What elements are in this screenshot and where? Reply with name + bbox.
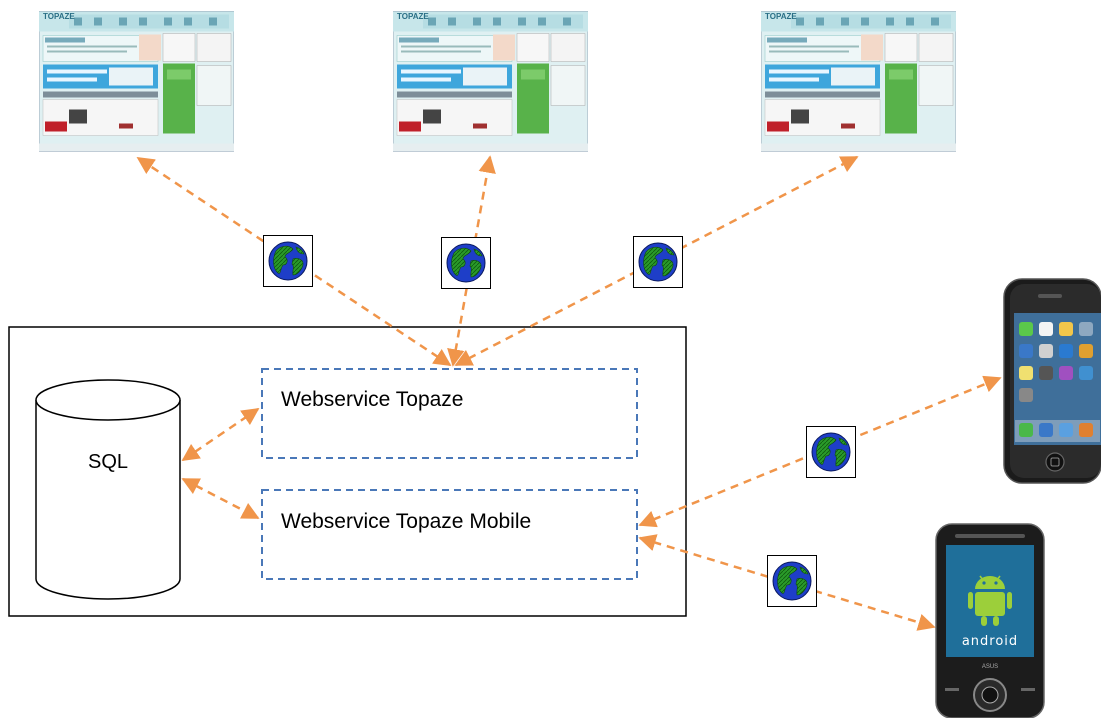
webservice-topaze-mobile: Webservice Topaze Mobile <box>261 489 638 580</box>
sql-database: SQL <box>35 379 181 600</box>
mobile-iphone-arrow <box>638 375 1002 528</box>
android-robot-icon <box>968 575 1012 626</box>
mobile-android-arrow <box>638 534 936 631</box>
android-screen-text: android <box>962 634 1018 649</box>
globe-icon <box>633 236 683 288</box>
phone-maker-label: ASUS <box>982 664 998 670</box>
webservice-topaze-mobile-label: Webservice Topaze Mobile <box>281 510 531 533</box>
sql-label: SQL <box>88 451 128 473</box>
web-client-brand: TOPAZE <box>43 12 75 21</box>
web-client-1: TOPAZE <box>39 10 234 153</box>
webservice-topaze-label: Webservice Topaze <box>281 388 464 411</box>
web-client-brand: TOPAZE <box>397 12 429 21</box>
web-client-brand: TOPAZE <box>765 12 797 21</box>
web-client-2: TOPAZE <box>393 10 588 153</box>
globe-icon <box>441 237 491 289</box>
webservice-topaze: Webservice Topaze <box>261 368 638 459</box>
iphone-icon <box>1003 278 1101 484</box>
sql-mobile-arrow <box>181 477 260 520</box>
android-phone-icon: android ASUS <box>935 523 1045 718</box>
web-client-3: TOPAZE <box>761 10 956 153</box>
globe-icon <box>806 426 856 478</box>
sql-topaze-arrow <box>181 407 260 462</box>
globe-icon <box>767 555 817 607</box>
globe-icon <box>263 235 313 287</box>
